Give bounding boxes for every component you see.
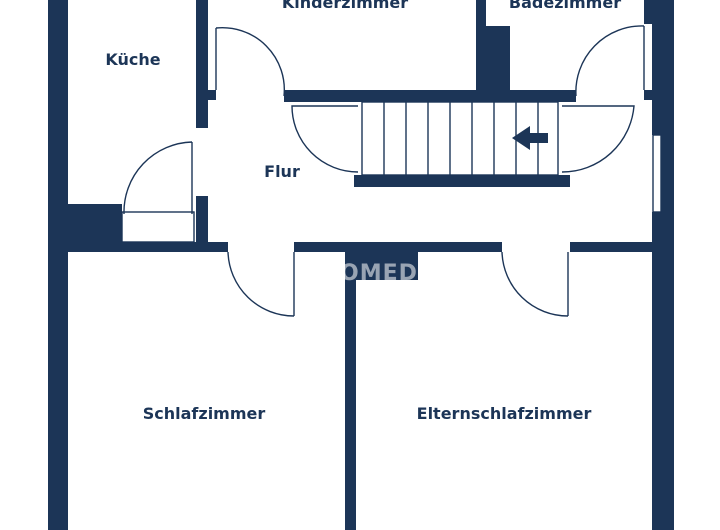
room-labels: Kinderzimmer Badezimmer Küche Flur Schla… <box>105 0 621 423</box>
label-badezimmer: Badezimmer <box>509 0 621 12</box>
chimney-block <box>356 252 418 280</box>
wall-kinder-bottom <box>284 90 574 102</box>
door-kueche <box>123 141 193 215</box>
arrow-left-icon <box>512 126 548 150</box>
label-flur: Flur <box>264 162 300 181</box>
wall-flur-bottom-left <box>68 242 228 252</box>
wall-flur-bottom-mid <box>294 242 502 252</box>
window-frame <box>652 134 662 213</box>
wall-kueche-right <box>196 0 208 128</box>
wall-outer-right-lower <box>652 212 674 530</box>
wall-outer-right <box>652 0 674 135</box>
wall-stair-bottom <box>354 175 570 187</box>
label-schlafzimmer: Schlafzimmer <box>143 404 266 423</box>
wall-bad-left <box>486 26 510 102</box>
door-stair-left <box>291 105 359 173</box>
doors <box>121 25 645 317</box>
wall-bad-right-low <box>644 90 652 100</box>
wall-kinder-stub <box>208 90 216 100</box>
stair-outline <box>361 101 559 176</box>
wall-kinder-right <box>476 0 486 102</box>
watermark-text: OMED <box>340 261 418 286</box>
door-elternschlafzimmer <box>501 251 569 317</box>
walls <box>48 0 674 530</box>
door-stair-right <box>561 105 635 173</box>
wall-kueche-right-lower <box>196 196 208 246</box>
door-badezimmer <box>575 25 645 97</box>
wall-kueche-bottom-thin <box>68 204 122 214</box>
staircase <box>361 101 559 176</box>
wall-bad-right-top <box>644 0 652 24</box>
wall-flur-bottom-right <box>570 242 654 252</box>
label-kinderzimmer: Kinderzimmer <box>282 0 408 12</box>
label-elternschlafzimmer: Elternschlafzimmer <box>417 404 592 423</box>
window-sill <box>661 135 674 212</box>
wall-bedroom-divider <box>345 252 356 530</box>
wall-outer-left <box>48 0 68 530</box>
door-kueche-leaf <box>121 211 195 243</box>
door-schlafzimmer <box>227 251 295 317</box>
label-kueche: Küche <box>105 50 160 69</box>
wall-bad-bottom <box>560 90 576 102</box>
door-kinderzimmer <box>215 26 286 97</box>
